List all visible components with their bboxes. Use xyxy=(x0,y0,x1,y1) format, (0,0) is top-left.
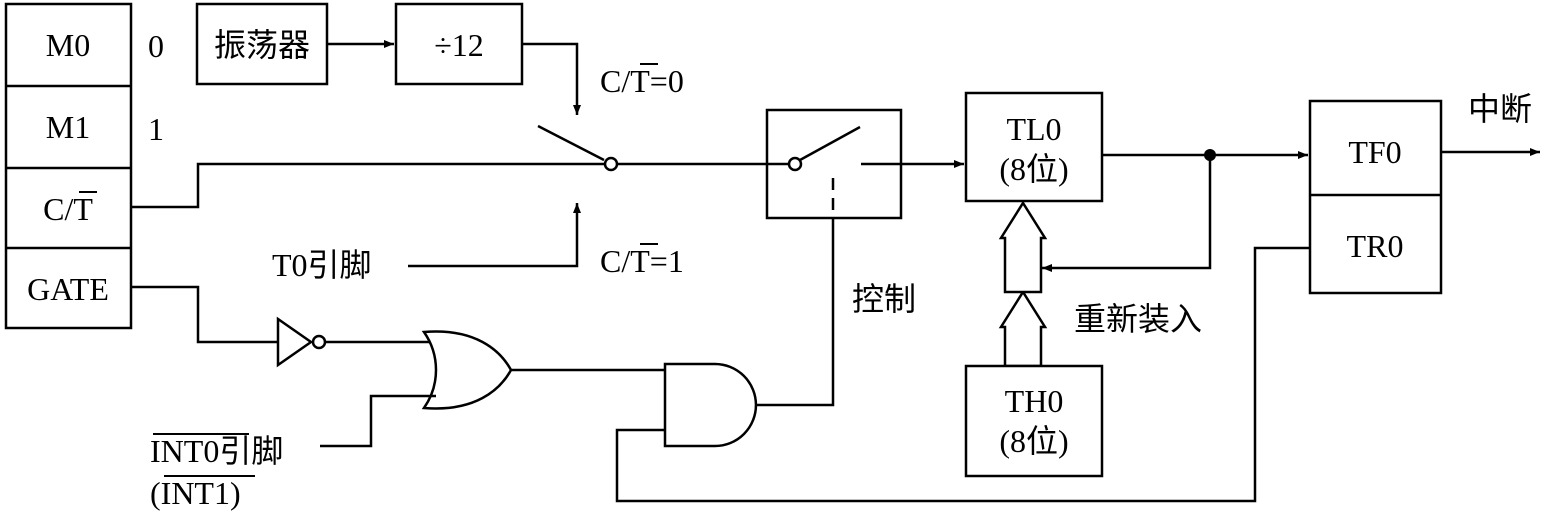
gate-wire xyxy=(131,285,278,344)
oscillator-box xyxy=(195,2,329,86)
tl0-box xyxy=(964,91,1104,203)
ct-one-label: C/T=1 xyxy=(600,243,684,279)
divider-to-switch-arrow xyxy=(522,42,581,115)
m1-value: 1 xyxy=(148,111,164,147)
reload-feedback-arrow xyxy=(1042,155,1212,272)
interrupt-label: 中断 xyxy=(1468,91,1532,127)
or-gate xyxy=(421,330,513,410)
and-gate xyxy=(663,362,758,448)
reload-label: 重新装入 xyxy=(1074,301,1202,337)
mode-register: M0 M1 C/T GATE xyxy=(4,2,133,330)
mode-register-frame xyxy=(4,2,133,330)
oscillator-label: 振荡器 xyxy=(214,27,310,63)
control-label: 控制 xyxy=(852,281,916,317)
int0-pin-label: INT0引脚 xyxy=(150,433,283,469)
tl0-bits: (8位) xyxy=(999,151,1068,187)
gate-label: GATE xyxy=(27,271,109,307)
inverter-gate xyxy=(276,316,314,368)
m1-label: M1 xyxy=(46,109,90,145)
m0-label: M0 xyxy=(46,27,90,63)
ct-select-label: C/T xyxy=(43,191,93,227)
int0-wire xyxy=(320,394,436,448)
m0-value: 0 xyxy=(148,28,164,64)
tcon-box xyxy=(1308,99,1443,295)
th0-box xyxy=(964,364,1104,478)
t0-pin-label: T0引脚 xyxy=(272,247,372,283)
th0-name: TH0 xyxy=(1005,383,1064,419)
selector-switch-pivot xyxy=(603,156,619,172)
t0-pin-arrow xyxy=(408,203,581,268)
ct-control-wire xyxy=(131,162,605,209)
tf0-label: TF0 xyxy=(1348,134,1401,170)
inverter-bubble xyxy=(311,334,327,350)
and-to-control-wire xyxy=(756,218,835,407)
tl0-name: TL0 xyxy=(1006,111,1061,147)
reload-lower-arrow xyxy=(998,289,1048,368)
divider-label: ÷12 xyxy=(434,27,484,63)
control-switch-blade xyxy=(799,125,861,162)
int1-label: (INT1) xyxy=(150,475,241,511)
divider-box xyxy=(394,2,524,86)
selector-switch-blade xyxy=(537,124,605,162)
control-switch-pivot xyxy=(787,156,803,172)
tr0-to-and-wire xyxy=(615,246,1310,503)
reload-upper-arrow xyxy=(998,200,1048,294)
ct-zero-label: C/T=0 xyxy=(600,63,684,99)
tr0-label: TR0 xyxy=(1347,228,1404,264)
th0-bits: (8位) xyxy=(999,423,1068,459)
